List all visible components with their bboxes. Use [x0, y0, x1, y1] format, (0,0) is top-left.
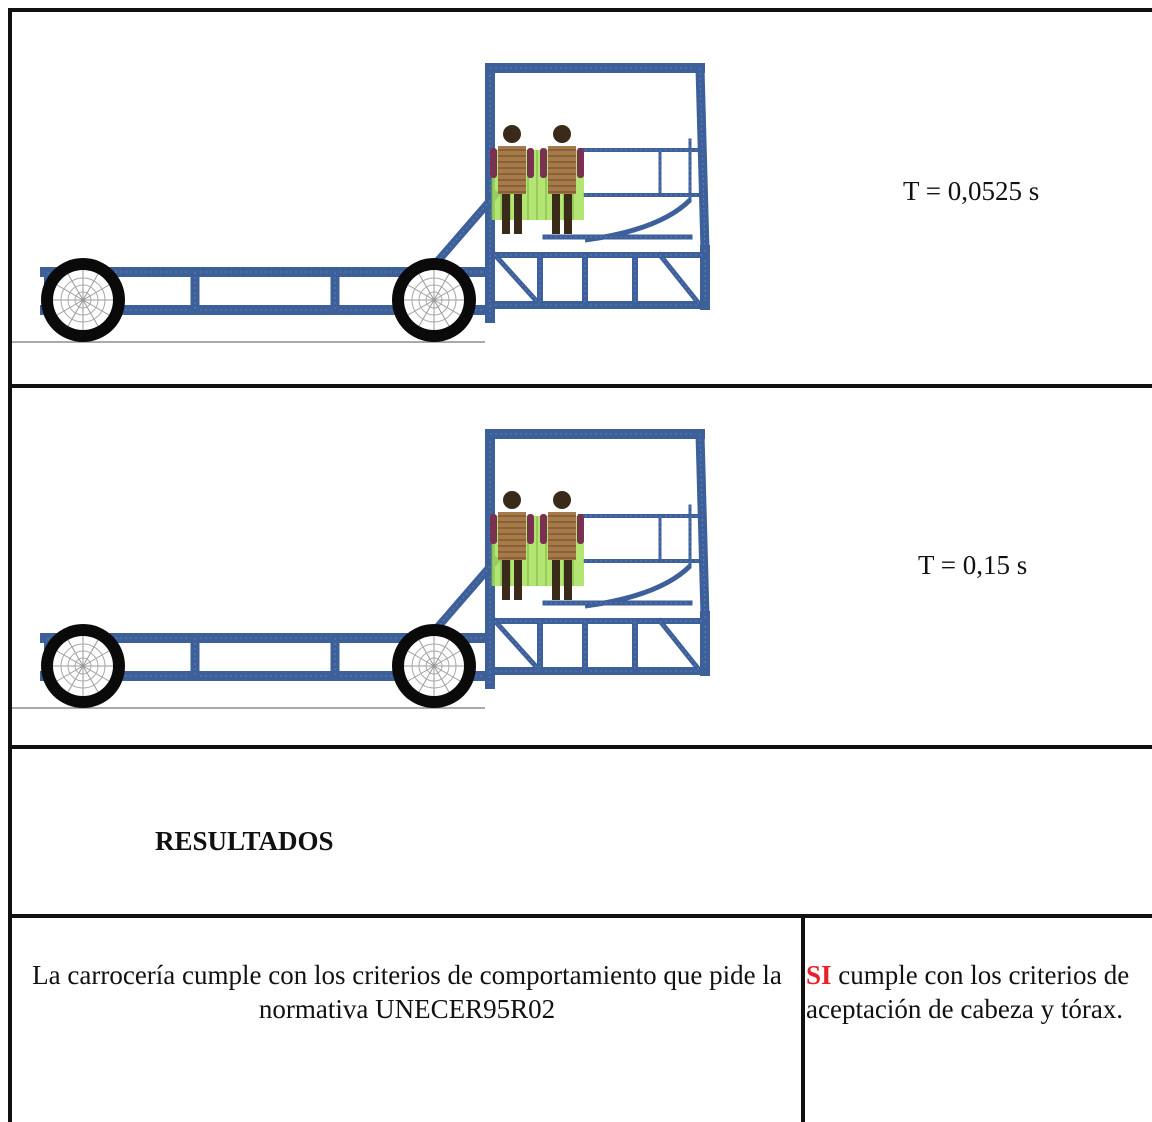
- table-border-top: [8, 8, 1152, 12]
- verdict-detail: cumple con los criterios de aceptación d…: [806, 960, 1130, 1024]
- time-label: T = 0,0525 s: [903, 176, 1040, 206]
- vehicle-frame: [12, 429, 710, 709]
- row-divider-1: [8, 384, 1152, 388]
- vehicle-frame: [12, 63, 710, 343]
- vehicle-crash-simulation-icon: [12, 63, 710, 343]
- vehicle-crash-simulation-icon: [12, 429, 710, 709]
- results-heading: RESULTADOS: [155, 826, 334, 856]
- table-border-left: [8, 8, 12, 1122]
- verdict-keyword: SI: [806, 960, 832, 990]
- results-verdict: SI cumple con los criterios de aceptació…: [806, 958, 1152, 1026]
- row-divider-3: [8, 914, 1152, 918]
- row-divider-2: [8, 745, 1152, 749]
- time-label: T = 0,15 s: [918, 550, 1028, 580]
- results-description: La carrocería cumple con los criterios d…: [32, 960, 782, 1024]
- column-divider: [801, 914, 805, 1122]
